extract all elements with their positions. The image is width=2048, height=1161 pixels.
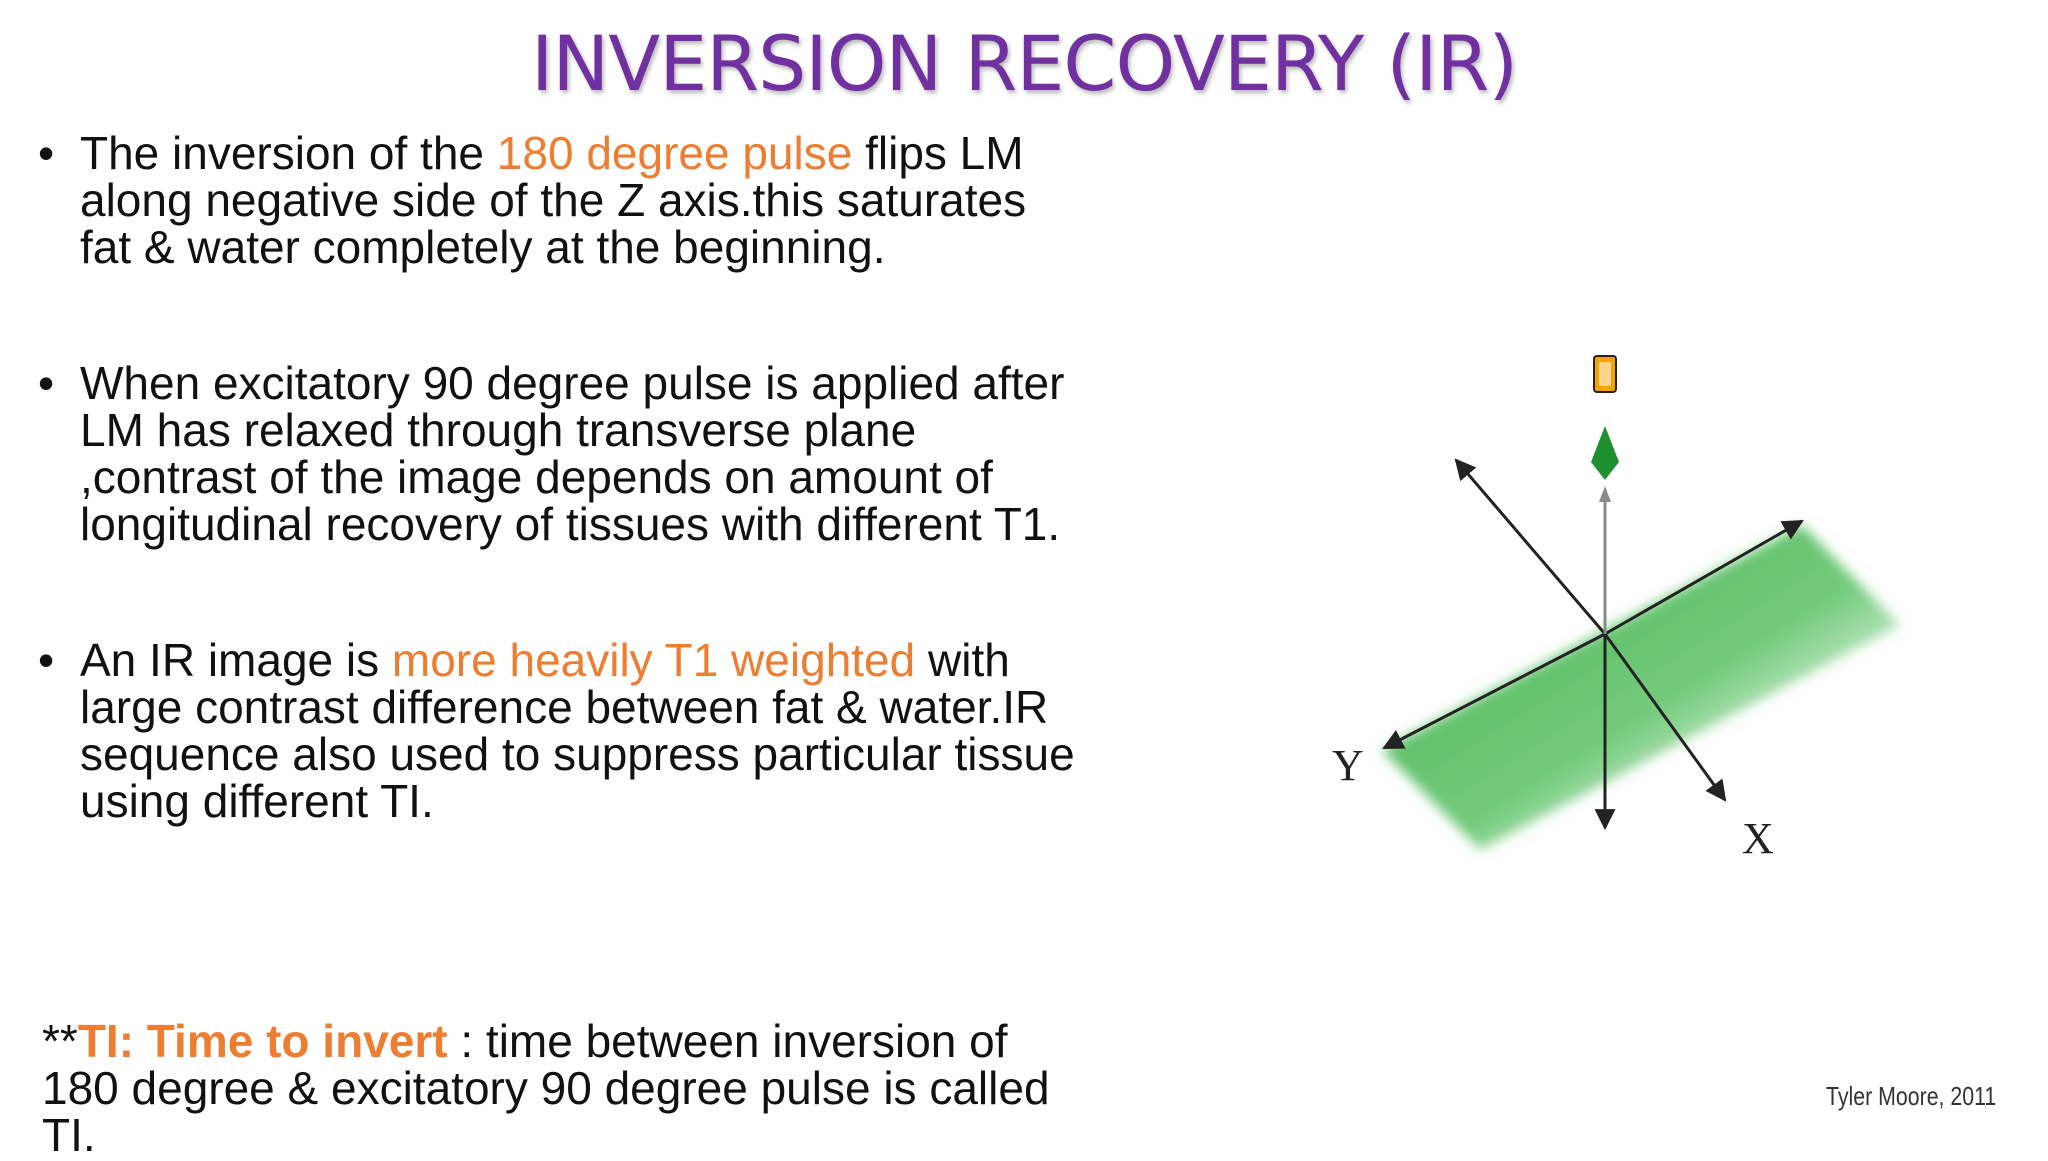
bullet-marker: • [38, 634, 55, 686]
bullet-text: with large contrast difference between f… [80, 634, 1075, 827]
slide-title: INVERSION RECOVERY (IR) [530, 19, 1518, 108]
bullet-list: • The inversion of the 180 degree pulse … [38, 130, 1078, 825]
y-axis-label: Y [1332, 741, 1364, 790]
x-axis-line-negative [1454, 458, 1607, 635]
bullet-marker: • [38, 127, 55, 179]
y-axis-line-positive [1604, 519, 1804, 636]
note-prefix: ** [42, 1015, 78, 1067]
magnetization-axes-diagram: Y X [1332, 355, 1900, 863]
note-definition: : time between inversion of 180 degree &… [42, 1015, 1050, 1161]
bullet-item: • When excitatory 90 degree pulse is app… [38, 360, 1078, 548]
vector-tip-arrow [1599, 486, 1611, 502]
ti-definition-note: **TI: Time to invert : time between inve… [42, 1018, 1082, 1159]
bullet-marker: • [38, 357, 55, 409]
x-axis-label: X [1742, 814, 1774, 863]
bullet-highlight: 180 degree pulse [496, 127, 853, 179]
longitudinal-magnetization-vector [1591, 426, 1619, 480]
bullet-text: When excitatory 90 degree pulse is appli… [80, 357, 1065, 550]
image-credit: Tyler Moore, 2011 [1826, 1081, 1997, 1111]
bullet-text: flips LM along negative side of the Z ax… [80, 127, 1027, 273]
bullet-text: The inversion of the [80, 127, 497, 179]
bullet-item: • The inversion of the 180 degree pulse … [38, 130, 1078, 271]
bullet-highlight: more heavily T1 weighted [391, 634, 916, 686]
bullet-item: • An IR image is more heavily T1 weighte… [38, 637, 1078, 825]
note-term: TI: Time to invert [77, 1015, 448, 1067]
y-axis-line [1382, 632, 1606, 750]
transverse-plane [1382, 525, 1900, 850]
rf-pulse-marker-inner [1599, 362, 1611, 386]
x-axis-line [1603, 633, 1727, 802]
bullet-text: An IR image is [80, 634, 392, 686]
